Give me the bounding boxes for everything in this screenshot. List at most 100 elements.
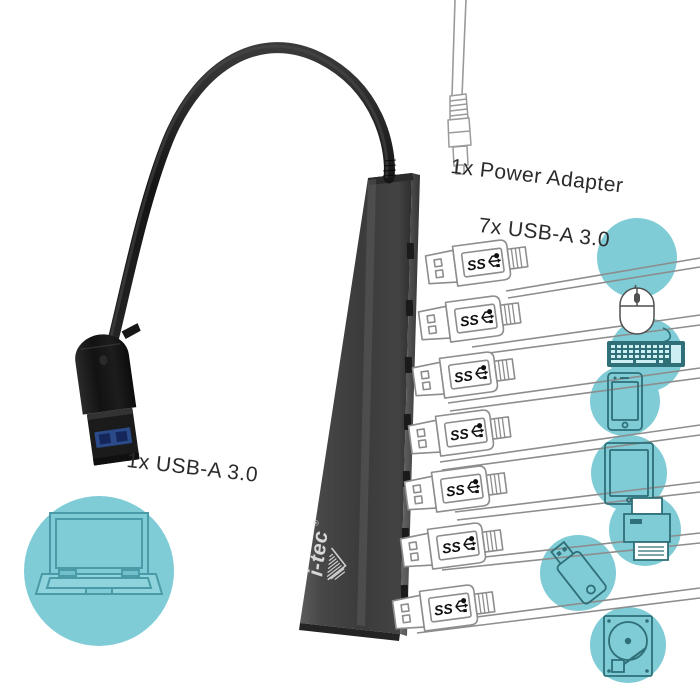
plug-tip: [452, 145, 469, 167]
circle-smartphone: [590, 366, 660, 436]
hard-drive-icon: [603, 615, 653, 677]
usb-7-tip: [391, 594, 425, 630]
host-cable: [102, 42, 397, 366]
circle-hard-drive: [590, 607, 666, 683]
plug-body-line: [447, 130, 471, 134]
usb-5-hole-a: [412, 484, 422, 494]
usb-4-hole-a: [416, 428, 426, 438]
usb-3-hole-b: [421, 381, 432, 391]
usb-7-trident-icon: [455, 598, 468, 613]
plug-shell-bottom: [93, 452, 140, 466]
usb-3-tip: [411, 361, 445, 397]
plug-boot: [75, 334, 137, 415]
usb-4-trident-icon: [471, 423, 484, 438]
usb-connector-group: SS SS: [391, 239, 529, 632]
usb-hub-body: [299, 173, 420, 641]
brand-logo: i-tec ®: [304, 519, 347, 581]
plug-rib-4: [449, 113, 469, 117]
usb-1-tip: [424, 249, 458, 285]
phone-body: [607, 372, 643, 431]
device-cable-1b: [507, 266, 700, 299]
phone-speaker: [620, 377, 629, 379]
hdd-actuator-arm: [623, 647, 647, 665]
tablet-home-button: [626, 497, 632, 503]
usb-5-ss-label: SS: [445, 481, 466, 499]
device-cable-2b: [473, 324, 700, 356]
tablet-body: [604, 442, 654, 505]
device-cable-5: [454, 481, 700, 513]
usb-5-trident-icon: [467, 479, 480, 494]
laptop-icon: [34, 512, 164, 595]
usb-connector-4: SS: [407, 409, 512, 457]
dc-barrel-plug: [447, 0, 472, 175]
plug-tip-end: [455, 164, 465, 175]
usb-7-hole-a: [400, 603, 410, 613]
flash-drive-contact-b: [561, 546, 568, 553]
keyboard-icon: [607, 327, 685, 367]
usb-2-hole-a: [426, 314, 436, 324]
hub-highlight: [357, 179, 376, 626]
usb-connector-7: SS: [391, 584, 496, 632]
phone-screen: [611, 381, 639, 421]
usb-7-hole-b: [401, 614, 412, 624]
usb-7-ribs: [477, 592, 490, 614]
plug-rib-3: [449, 108, 468, 112]
laptop-hinge-right: [121, 569, 140, 577]
flash-drive-led: [586, 584, 596, 595]
usb-1-hole-a: [433, 258, 443, 268]
usb-4-hole-b: [417, 439, 428, 449]
usb-6-tip: [399, 532, 433, 568]
printer-icon: [623, 497, 671, 561]
usb-6-ss-label: SS: [441, 538, 462, 556]
plug-shell-highlight: [86, 407, 134, 421]
usb-3-ss-label: SS: [453, 367, 474, 385]
plug-rib-1: [449, 98, 468, 102]
usb-3-ribs: [497, 359, 510, 381]
device-cable-3: [447, 367, 700, 404]
laptop-touchpad: [85, 587, 113, 595]
brand-chevron-icon: [326, 547, 347, 581]
plug-boot-seam: [80, 343, 121, 351]
hdd-screws: [607, 619, 649, 673]
usb-5-ribs: [489, 473, 502, 495]
usb-connector-6: SS: [399, 522, 504, 570]
device-cable-5b: [456, 491, 700, 521]
hdd-spindle: [624, 637, 632, 645]
usb-3-trident-icon: [475, 365, 488, 380]
mouse-icon: [619, 284, 655, 335]
usb-connector-2: SS: [417, 295, 522, 343]
usb-1-trident-icon: [488, 253, 501, 268]
flash-drive-body: [556, 550, 607, 605]
flash-drive-connector: [550, 540, 574, 565]
brand-registered-mark: ®: [311, 519, 321, 526]
usb-6-trident-icon: [463, 536, 476, 551]
laptop-screen: [55, 518, 143, 569]
device-cable-4: [439, 424, 700, 463]
circle-laptop: [24, 496, 174, 646]
host-cable-strain-relief: [382, 159, 397, 177]
usb-4-tip: [407, 419, 441, 455]
usb-2-ss-label: SS: [459, 311, 480, 329]
keyboard-keys: [611, 345, 681, 363]
usb-connector-5: SS: [403, 465, 508, 513]
usb-2-tip: [417, 305, 451, 341]
laptop-hinge-left: [58, 569, 77, 577]
usb-5-tip: [403, 475, 437, 511]
phone-camera: [613, 376, 617, 380]
usb-6-hole-b: [409, 552, 420, 562]
host-laptop-group: [24, 496, 174, 646]
printer-output-lines: [638, 546, 664, 556]
usb-6-ribs: [485, 530, 498, 552]
device-cable-1: [505, 257, 700, 292]
hdd-actuator-base: [611, 659, 625, 673]
plug-contact-right: [115, 430, 128, 443]
usb-3-hole-a: [420, 370, 430, 380]
host-cable-path: [102, 42, 395, 366]
power-cable: [451, 0, 456, 97]
usb-6-hole-a: [408, 541, 418, 551]
tablet-icon: [604, 442, 654, 505]
usb-1-ribs: [510, 247, 523, 269]
mouse-wheel: [634, 293, 640, 303]
